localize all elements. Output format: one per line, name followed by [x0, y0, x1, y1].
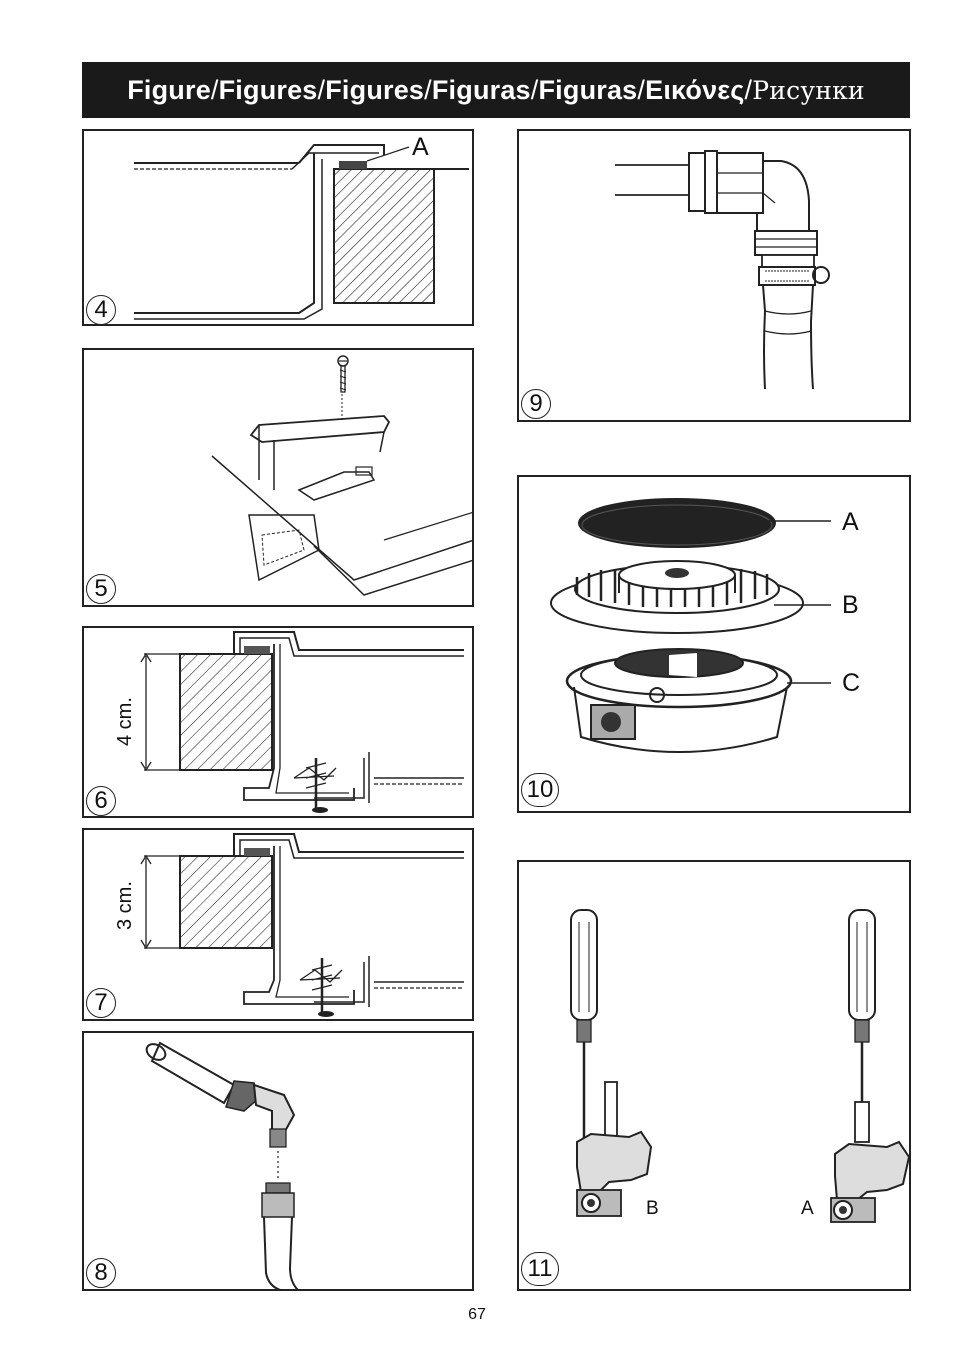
title-part-2: Figures: [218, 74, 318, 105]
figure-5-drawing: [211, 355, 472, 596]
figure-11-panel: B A 11: [517, 860, 911, 1291]
figure-5-number: 5: [86, 574, 116, 604]
figure-7-dimension: 3 cm.: [114, 881, 136, 930]
figure-4-label-a: A: [412, 133, 429, 161]
figure-5-panel: 5: [82, 348, 474, 607]
figure-10-label-b: B: [842, 591, 859, 619]
figure-11-label-b: B: [646, 1198, 659, 1219]
title-part-1: Figure: [127, 74, 211, 105]
figure-6-dimension: 4 cm.: [114, 697, 136, 746]
title-part-6: Εικόνες: [645, 74, 745, 105]
title-part-5: Figuras: [538, 74, 638, 105]
title-part-ru: Рисунки: [752, 75, 865, 105]
figure-4-panel: A 4: [82, 129, 474, 326]
figure-6-number: 6: [86, 786, 116, 816]
figure-11-label-a: A: [801, 1198, 814, 1219]
figure-6-drawing: [140, 631, 464, 813]
figure-7-number: 7: [86, 988, 116, 1018]
figure-4-drawing: [134, 144, 469, 320]
title-separator: /: [744, 74, 753, 105]
title-separator: /: [210, 74, 219, 105]
figure-10-drawing: [550, 498, 831, 753]
title-separator: /: [530, 74, 539, 105]
figure-8-number: 8: [86, 1258, 116, 1288]
figure-4-number: 4: [86, 295, 116, 324]
figure-8-panel: 8: [82, 1031, 474, 1291]
title-separator: /: [424, 74, 432, 105]
figure-7-panel: 3 cm. 7: [82, 828, 474, 1021]
figure-7-drawing: [140, 833, 464, 1017]
figure-10-label-c: C: [842, 669, 861, 697]
figure-6-panel: 4 cm. 6: [82, 626, 474, 818]
title-part-4: Figuras: [431, 74, 531, 105]
figure-11-number: 11: [521, 1252, 559, 1286]
figure-10-panel: A B C 10: [517, 475, 911, 813]
figure-9-number: 9: [521, 389, 551, 419]
figure-9-panel: 9: [517, 129, 911, 422]
title-separator: /: [637, 74, 646, 105]
title-separator: /: [317, 74, 326, 105]
figure-8-drawing: [145, 1041, 299, 1289]
figure-10-label-a: A: [842, 508, 859, 536]
figure-11-drawing: [570, 909, 909, 1223]
figure-9-drawing: [615, 150, 830, 390]
page-number: 67: [468, 1306, 486, 1323]
page-title: Figure/Figures/Figures/Figuras/Figuras/Ε…: [82, 62, 910, 118]
title-part-3: Figures: [325, 74, 425, 105]
figure-10-number: 10: [521, 773, 559, 807]
